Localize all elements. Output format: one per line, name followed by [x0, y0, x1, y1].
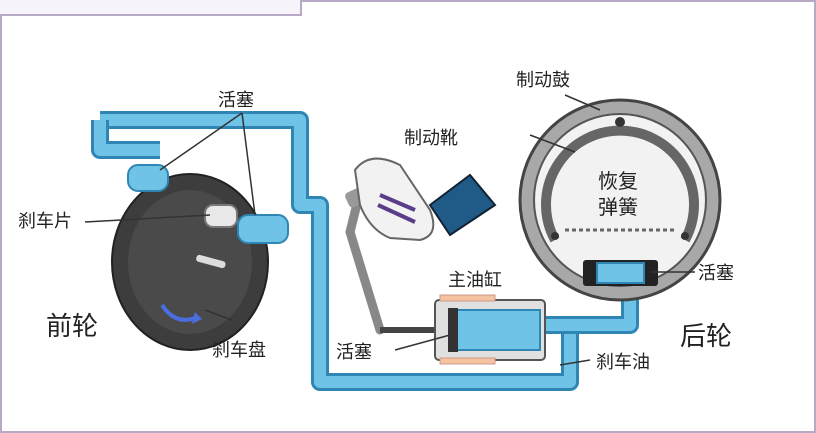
leg [428, 173, 497, 237]
caliper-piston-right [237, 214, 289, 244]
label-brake-drum: 制动鼓 [516, 70, 570, 91]
label-front-wheel: 前轮 [46, 312, 98, 342]
label-piston-top: 活塞 [218, 90, 254, 111]
caption-tab [0, 0, 302, 16]
label-brake-pad: 刹车片 [18, 211, 72, 232]
label-piston-bottom: 活塞 [336, 342, 372, 363]
brake-pad [204, 204, 238, 228]
label-return-spring-2: 弹簧 [598, 195, 638, 219]
caliper-piston-left [127, 164, 169, 192]
rotation-arrow [160, 303, 196, 322]
label-rear-wheel: 后轮 [680, 322, 732, 352]
brake-pedal-arm [345, 195, 385, 335]
label-brake-shoe: 制动靴 [404, 128, 458, 149]
label-brake-fluid: 刹车油 [596, 352, 650, 373]
label-piston-right: 活塞 [698, 263, 734, 284]
label-return-spring-1: 恢复 [598, 169, 638, 193]
label-brake-disc: 刹车盘 [212, 340, 266, 361]
disc-slot [196, 254, 226, 269]
brake-shoe-arc [541, 125, 699, 243]
label-master-cylinder: 主油缸 [448, 269, 502, 291]
